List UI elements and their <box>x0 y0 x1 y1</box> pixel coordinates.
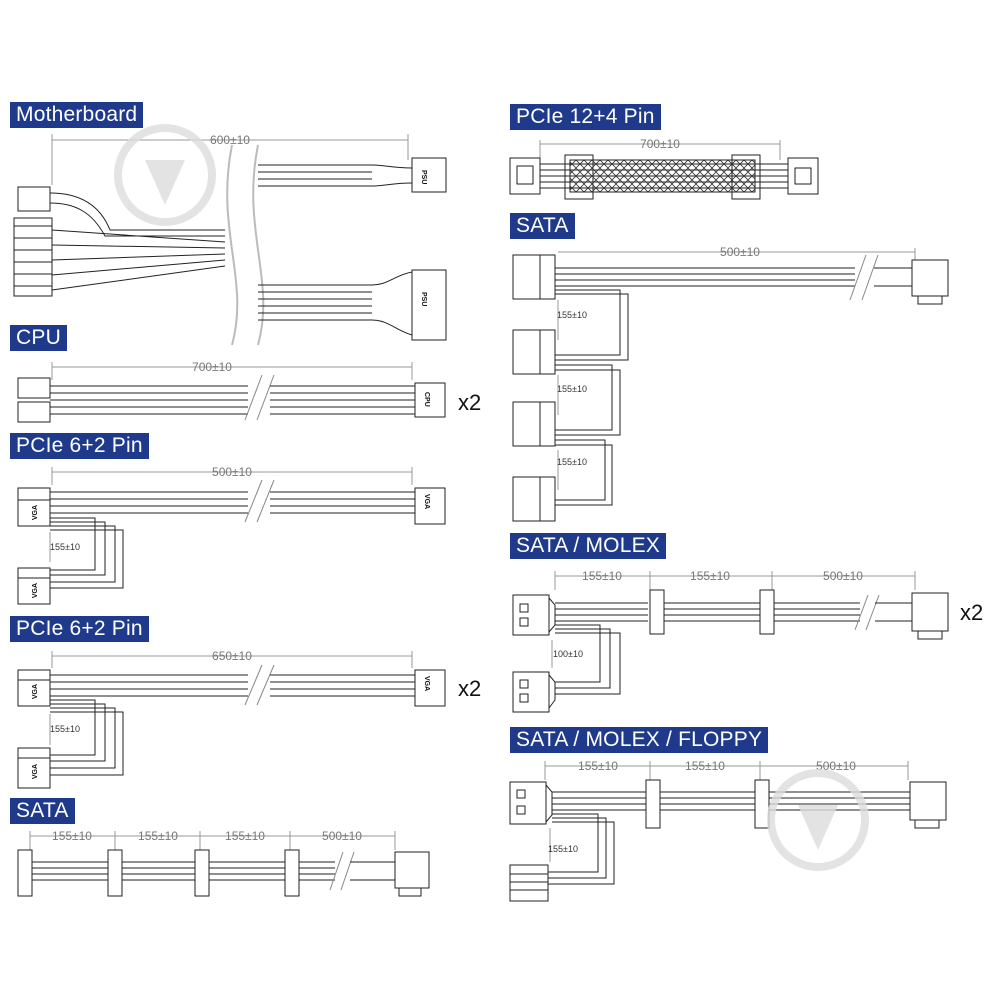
sata-molex-floppy-spacing-3: 500±10 <box>816 759 856 773</box>
cpu-multiplier: x2 <box>458 390 482 415</box>
sata-molex-floppy-cable <box>509 761 947 902</box>
sata-molex-branch: 100±10 <box>553 649 583 659</box>
mb-psu-text-1: PSU <box>420 170 427 184</box>
mb-psu-text-2: PSU <box>420 292 427 306</box>
sata-molex-label: SATA / MOLEX <box>510 533 666 559</box>
cpu-cable <box>17 362 446 423</box>
sata-right-spacing-3: 155±10 <box>557 457 587 467</box>
cpu-label: CPU <box>10 325 67 351</box>
sata-bottom-spacing-3: 155±10 <box>225 829 265 843</box>
pcie-6-2-b-vga-3: VGA <box>32 764 39 779</box>
sata-molex-floppy-branch: 155±10 <box>548 844 578 854</box>
sata-bottom-spacing-4: 500±10 <box>322 829 362 843</box>
sata-molex-spacing-1: 155±10 <box>582 569 622 583</box>
pcie-6-2-a-length: 500±10 <box>212 465 252 479</box>
sata-molex-spacing-3: 500±10 <box>823 569 863 583</box>
motherboard-label: Motherboard <box>10 102 144 128</box>
sata-bottom-spacing-1: 155±10 <box>52 829 92 843</box>
sata-molex-floppy-spacing-2: 155±10 <box>685 759 725 773</box>
sata-molex-floppy-spacing-1: 155±10 <box>578 759 618 773</box>
sata-right-cable <box>512 248 949 522</box>
sata-right-spacing-2: 155±10 <box>557 384 587 394</box>
pcie-6-2-a-vga-3: VGA <box>32 583 39 598</box>
pcie-6-2-a-branch: 155±10 <box>50 542 80 552</box>
pcie-6-2-b-label: PCIe 6+2 Pin <box>10 616 149 642</box>
sata-molex-cable <box>512 571 949 713</box>
sata-right-spacing-1: 155±10 <box>557 310 587 320</box>
pcie-6-2-a-vga-2: VGA <box>423 494 430 509</box>
cpu-length: 700±10 <box>192 360 232 374</box>
pcie-6-2-a-cable <box>17 467 446 605</box>
watermark-logo-2 <box>767 769 869 871</box>
pcie-6-2-a-label: PCIe 6+2 Pin <box>10 433 149 459</box>
motherboard-length: 600±10 <box>210 133 250 147</box>
sata-bottom-spacing-2: 155±10 <box>138 829 178 843</box>
sata-right-label: SATA <box>510 213 575 239</box>
pcie-6-2-b-cable <box>17 651 446 789</box>
sata-molex-multiplier: x2 <box>960 600 984 625</box>
sata-molex-spacing-2: 155±10 <box>690 569 730 583</box>
cpu-connector-text: CPU <box>423 392 430 407</box>
pcie-12-4-label: PCIe 12+4 Pin <box>510 104 661 130</box>
watermark-logo-1 <box>114 124 216 226</box>
pcie-6-2-a-vga-1: VGA <box>32 505 39 520</box>
sata-right-length: 500±10 <box>720 245 760 259</box>
pcie-6-2-b-vga-1: VGA <box>32 684 39 699</box>
pcie-6-2-b-vga-2: VGA <box>423 676 430 691</box>
pcie-6-2-b-length: 650±10 <box>212 649 252 663</box>
sata-molex-floppy-label: SATA / MOLEX / FLOPPY <box>510 727 769 753</box>
pcie-6-2-b-branch: 155±10 <box>50 724 80 734</box>
sata-bottom-cable <box>17 831 430 897</box>
sata-bottom-label: SATA <box>10 798 75 824</box>
motherboard-cable: PSU PSU <box>13 134 447 346</box>
pcie-12-4-length: 700±10 <box>640 137 680 151</box>
pcie-12-4-cable <box>509 140 819 200</box>
pcie-6-2-b-multiplier: x2 <box>458 676 482 701</box>
